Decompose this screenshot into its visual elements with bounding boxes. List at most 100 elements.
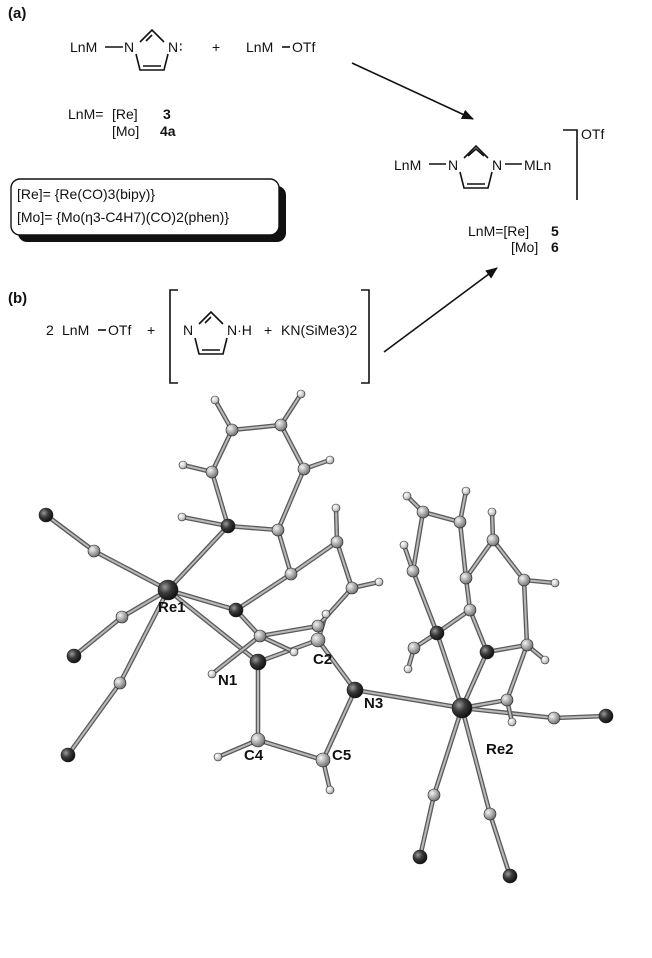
plus-sign-1: + <box>212 39 220 55</box>
hydrogen-atom-b2h3 <box>461 486 471 496</box>
product-n3-label: N <box>492 157 502 173</box>
reaction-arrow-a <box>351 62 474 120</box>
box-frame <box>10 178 280 236</box>
route-b-coefficient: 2 <box>46 322 54 338</box>
bracket-right <box>361 289 370 384</box>
compound-number-6: 6 <box>551 239 559 255</box>
bond-highlight-co2c-co2o <box>73 616 123 657</box>
product-def-label: LnM=[Re] <box>468 223 529 239</box>
atom-label-c4: C4 <box>244 747 264 764</box>
bond-highlight-b2c6-b2c4 <box>465 539 494 579</box>
hydrogen-atom-b1h4 <box>325 455 335 465</box>
carbon-atom-b1c1 <box>205 465 219 479</box>
heteroatom-co3o <box>60 747 76 763</box>
hydrogen-atom-b1h5 <box>331 503 341 513</box>
carbon-atom-b1c3 <box>274 418 288 432</box>
carbon-atom-b1c9 <box>311 619 325 633</box>
product-ring-delocalized <box>467 147 485 157</box>
reaction-arrow-b <box>383 267 498 353</box>
bracket-left <box>169 289 178 384</box>
imidazole-nh-label: N·H <box>227 322 252 338</box>
bond-highlight-re1-b1n1 <box>167 525 229 591</box>
otf-label: OTf <box>292 39 315 55</box>
bond-highlight-b1c5-b1c6 <box>277 529 292 575</box>
base-kn-sime3-2: KN(SiMe3)2 <box>281 322 357 338</box>
hydrogen-atom-b1h6 <box>374 577 384 587</box>
ring-bond-top <box>139 28 165 43</box>
hydrogen-atom-b2h4 <box>487 507 497 517</box>
ring-double-bond-inner <box>145 34 153 42</box>
carbon-atom-b1c10 <box>253 629 267 643</box>
compound-number-4a: 4a <box>160 123 176 139</box>
carbon-atom-b1c2 <box>225 423 239 437</box>
product-def-mo: [Mo] <box>511 239 538 255</box>
box-line-mo: [Mo]= {Mo(η3-C4H7)(CO)2(phen)} <box>17 209 229 225</box>
bond-highlight-b1n1-b1h7 <box>181 516 229 527</box>
bond-highlight-b1c6-b1c7 <box>290 541 338 575</box>
bond-highlight-re1-co1c <box>93 550 169 591</box>
heteroatom-co1o <box>38 507 54 523</box>
bond-highlight-n3-re2 <box>354 689 463 709</box>
metal-fragment-definitions: LnM= [Re] 3 [Mo] 4a <box>68 106 176 139</box>
carbon-atom-co2c <box>115 610 129 624</box>
hydrogen-atom-b1h3 <box>296 389 306 399</box>
hydrogen-atom-b1h2 <box>210 395 220 405</box>
reactant-metal-triflate: LnM OTf <box>246 39 315 55</box>
lone-pair-dots: ∶ <box>179 39 183 55</box>
heteroatom-n1 <box>249 653 267 671</box>
bond-highlight-b1c7-b1c8 <box>336 541 353 589</box>
carbon-atom-co3c <box>113 676 127 690</box>
atom-label-n3: N3 <box>364 695 383 712</box>
bond-highlight-co5c-co5o <box>419 794 435 858</box>
panel-label-b: (b) <box>8 290 27 307</box>
bond-highlight-b1c9-b1c10 <box>259 625 319 637</box>
structure-bonds <box>43 391 609 879</box>
bond-highlight-b2c7-b2c6 <box>492 539 525 581</box>
imidazole-ring-bottom <box>194 337 228 355</box>
atom-label-n1: N1 <box>218 672 237 689</box>
hydrogen-atom-b1h8 <box>289 647 299 657</box>
bond-highlight-co4c-co4o <box>553 715 607 719</box>
bond-highlight-n3-c5 <box>322 689 356 761</box>
product-n1-label: N <box>448 157 458 173</box>
def-re: [Re] <box>112 106 138 122</box>
product-ring-top <box>463 144 489 159</box>
bond-highlight-b1c1-b1c2 <box>211 429 233 473</box>
atom-label-c2: C2 <box>313 651 332 668</box>
route-b-reagents: 2 LnM OTf + N N·H + KN(SiMe3)2 <box>46 289 370 384</box>
hydrogen-atom-b2h1 <box>399 540 409 550</box>
carbon-atom-b1c7 <box>330 535 344 549</box>
bond-highlight-b2c1-b2c2 <box>412 511 424 572</box>
bond-highlight-b1c5-b1n1 <box>227 525 279 531</box>
hydrogen-atom-h2 <box>321 609 331 619</box>
product-mln-label: MLn <box>524 157 551 173</box>
carbon-atom-b1c5 <box>271 523 285 537</box>
bond-highlight-b1c3-b1c4 <box>280 424 305 470</box>
bond-highlight-b2c5-b2n2 <box>469 609 488 653</box>
product-charge-bracket <box>563 129 578 200</box>
carbon-atom-co6c <box>483 807 497 821</box>
lnm-otf-metal: LnM <box>246 39 273 55</box>
panel-label-a: (a) <box>8 5 26 22</box>
atom-label-re1: Re1 <box>158 599 186 616</box>
product-bridged-imidazolide: LnM N N MLn OTf LnM=[Re] 5 [Mo] 6 <box>394 126 604 255</box>
carbon-atom-b2c2 <box>416 505 430 519</box>
route-b-lnm: LnM <box>62 322 89 338</box>
product-lnm-label: LnM <box>394 157 421 173</box>
carbon-atom-b1c4 <box>297 462 311 476</box>
hydrogen-atom-b2h8 <box>403 664 413 674</box>
compound-number-3: 3 <box>163 106 171 122</box>
bond-highlight-re2-co6c <box>461 707 491 815</box>
imidazole-double-bond-inner <box>204 316 212 324</box>
bond-highlight-b2c8-b2c9 <box>506 644 528 701</box>
bond-highlight-b1n1-b1c1 <box>211 471 229 527</box>
bond-highlight-b2n1-b2c1 <box>412 570 438 634</box>
fragment-definition-box: [Re]= {Re(CO)3(bipy)} [Mo]= {Mo(η3-C4H7)… <box>10 178 286 242</box>
crystal-structure-ball-and-stick: Re1 N1 C2 N3 C4 C5 Re2 <box>38 389 614 884</box>
structure-atom-labels: Re1 N1 C2 N3 C4 C5 Re2 <box>158 599 514 764</box>
carbon-atom-c2 <box>310 632 326 648</box>
hydrogen-atom-b1h1 <box>178 460 188 470</box>
bond-highlight-b1c4-b1c5 <box>277 468 305 531</box>
plus-sign-2: + <box>147 322 155 338</box>
carbon-atom-b2c7 <box>517 573 531 587</box>
